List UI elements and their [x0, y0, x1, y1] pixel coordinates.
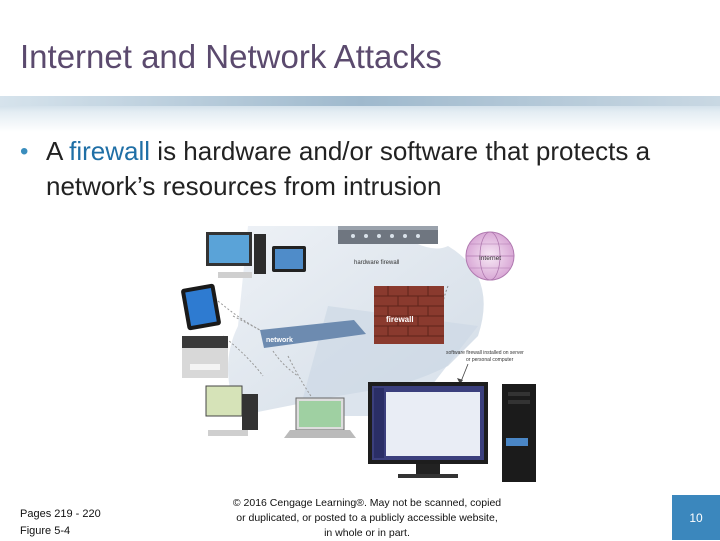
- firewall-diagram: hardware firewall Internet network: [181, 226, 536, 482]
- figure-reference: Figure 5-4: [20, 525, 71, 537]
- tablet-blue-icon: [181, 283, 221, 331]
- hardware-firewall-device: [338, 226, 438, 244]
- firewall-label: firewall: [386, 315, 414, 324]
- map-desktop-icon: [205, 385, 258, 436]
- tower-computer-icon: [502, 384, 536, 482]
- slide-title: Internet and Network Attacks: [20, 38, 442, 75]
- printer-icon: [182, 336, 228, 378]
- network-label: network: [266, 337, 293, 344]
- bullet-keyword: firewall: [69, 136, 151, 166]
- bullet-text: A firewall is hardware and/or software t…: [46, 134, 696, 204]
- hardware-firewall-label: hardware firewall: [354, 260, 399, 266]
- internet-label: Internet: [479, 255, 501, 262]
- copyright-notice: © 2016 Cengage Learning®. May not be sca…: [222, 496, 512, 541]
- copyright-line-1: © 2016 Cengage Learning®. May not be sca…: [232, 497, 502, 509]
- firewall-figure: hardware firewall Internet network: [178, 216, 542, 492]
- software-firewall-label-line2: or personal computer: [466, 357, 514, 363]
- copyright-line-3: in whole or in part.: [324, 527, 410, 539]
- software-firewall-label-line1: software firewall installed on server: [446, 350, 524, 356]
- network-cloud-icon: [260, 320, 366, 348]
- desktop-computer-icon: [206, 232, 266, 278]
- page-number-badge: 10: [672, 495, 720, 540]
- brick-firewall-icon: [374, 286, 444, 344]
- bullet-text-start: A: [46, 136, 70, 166]
- internet-globe-icon: [465, 231, 515, 281]
- pages-reference: Pages 219 - 220: [20, 508, 101, 520]
- copyright-line-2: or duplicated, or posted to a publicly a…: [236, 512, 498, 524]
- tablet-icon: [272, 246, 306, 272]
- bullet-dot-icon: •: [20, 138, 29, 165]
- bullet-text-end: is hardware and/or software that protect…: [46, 136, 651, 201]
- server-monitor-icon: [368, 382, 488, 478]
- laptop-icon: [284, 397, 356, 438]
- page-reference: Pages 219 - 220 Figure 5-4: [20, 506, 101, 540]
- title-band-stripe: [0, 96, 720, 106]
